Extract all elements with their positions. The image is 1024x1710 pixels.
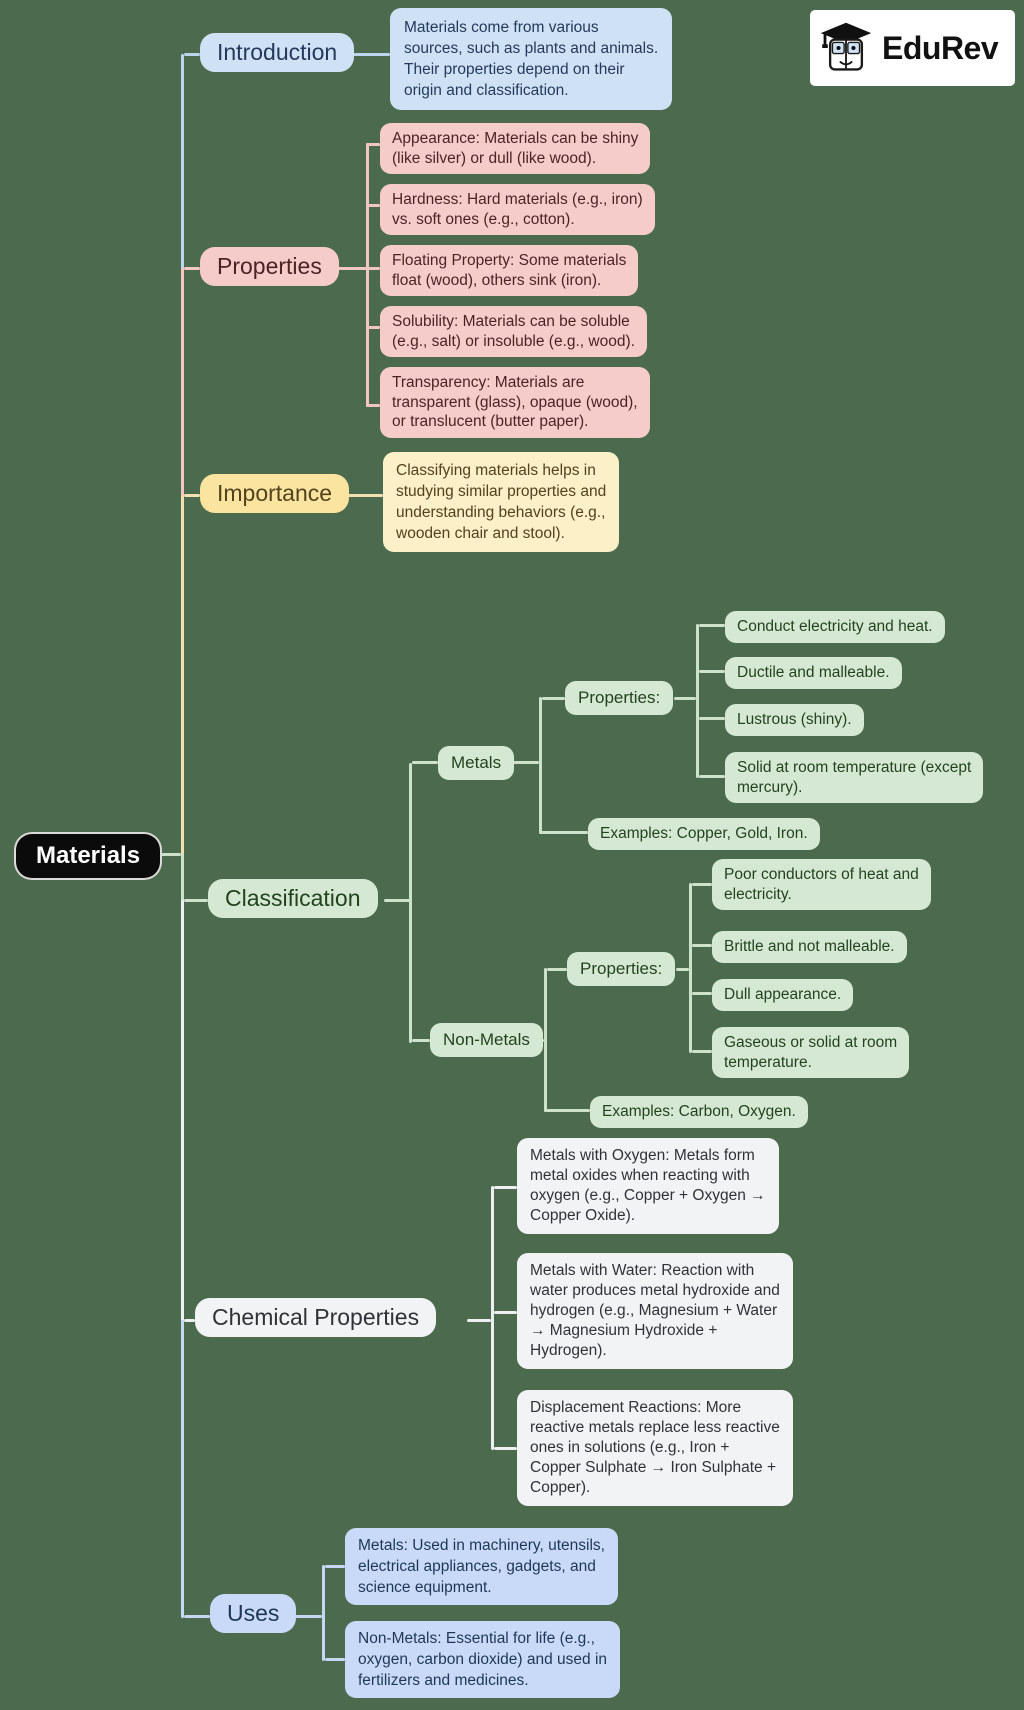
edge-metals-items-rail-link [674, 697, 696, 700]
edge-trunk-importance [181, 495, 184, 855]
edge-metals-examples [539, 831, 588, 834]
note-properties-appearance: Appearance: Materials can be shiny (like… [380, 123, 651, 174]
edge-properties-note-5 [366, 404, 380, 407]
edge-metals-item-4 [699, 775, 725, 778]
branch-label-properties: Properties [200, 247, 339, 286]
note-properties-hardness: Hardness: Hard materials (e.g., iron) vs… [380, 184, 655, 235]
node-label-metals-properties: Properties: [565, 681, 674, 715]
edge-metals-stub [412, 761, 438, 764]
edge-chemical-stub [184, 1319, 195, 1322]
edge-properties-note-3 [366, 267, 380, 270]
edge-metals-subrail [539, 697, 542, 834]
edurev-logo: EduRev [810, 10, 1015, 86]
branch-label-uses: Uses [210, 1594, 297, 1633]
edge-metals-properties-stub [542, 697, 565, 700]
edge-nonmetals-item-4 [692, 1050, 712, 1053]
edge-trunk-uses [181, 1320, 184, 1618]
edge-classification-rail-link [384, 899, 412, 902]
edge-chemical-note-2 [494, 1311, 517, 1314]
edge-introduction-note [340, 53, 390, 56]
branch-label-chemical-properties: Chemical Properties [195, 1298, 437, 1337]
note-introduction: Materials come from various sources, suc… [390, 8, 673, 110]
edge-properties-rail [366, 143, 369, 407]
edge-metals-subrail-link [512, 761, 539, 764]
edge-nonmetals-item-2 [692, 944, 712, 947]
edge-trunk-properties [181, 268, 184, 497]
edge-chemical-note-3 [494, 1447, 517, 1450]
edurev-mascot-icon [818, 20, 874, 76]
note-properties-floating: Floating Property: Some materials float … [380, 245, 639, 296]
edge-importance-stub [184, 494, 200, 497]
edge-properties-note-1 [366, 143, 380, 146]
node-label-metals: Metals [438, 746, 515, 780]
branch-label-introduction: Introduction [200, 33, 355, 72]
note-properties-transparency: Transparency: Materials are transparent … [380, 367, 650, 438]
edge-nonmetals-item-3 [692, 992, 712, 995]
edge-metals-items-rail [696, 624, 699, 778]
note-nonmetals-property-1: Poor conductors of heat and electricity. [712, 859, 931, 910]
edge-properties-rail-link [323, 267, 368, 270]
edge-nonmetals-stub [412, 1039, 430, 1042]
branch-label-classification: Classification [208, 879, 378, 918]
note-properties-solubility: Solubility: Materials can be soluble (e.… [380, 306, 647, 357]
edge-uses-note-2 [325, 1658, 345, 1661]
note-chemical-water: Metals with Water: Reaction with water p… [517, 1253, 793, 1369]
note-nonmetals-property-2: Brittle and not malleable. [712, 931, 907, 963]
edge-metals-item-1 [699, 624, 725, 627]
note-metals-property-4: Solid at room temperature (except mercur… [725, 752, 984, 803]
note-metals-property-2: Ductile and malleable. [725, 657, 902, 689]
edge-uses-stub [184, 1615, 210, 1618]
note-metals-property-1: Conduct electricity and heat. [725, 611, 945, 643]
note-uses-metals: Metals: Used in machinery, utensils, ele… [345, 1528, 618, 1605]
root-node-materials: Materials [14, 832, 163, 880]
edge-nonmetals-items-rail [689, 883, 692, 1053]
note-metals-examples: Examples: Copper, Gold, Iron. [588, 818, 820, 850]
edge-trunk-introduction [181, 54, 184, 270]
edge-metals-item-2 [699, 670, 725, 673]
edge-metals-item-3 [699, 717, 725, 720]
edge-properties-note-2 [366, 204, 380, 207]
note-nonmetals-examples: Examples: Carbon, Oxygen. [590, 1096, 808, 1128]
note-importance: Classifying materials helps in studying … [383, 452, 620, 552]
edge-chemical-rail [491, 1186, 494, 1450]
edge-chemical-note-1 [494, 1186, 517, 1189]
note-uses-nonmetals: Non-Metals: Essential for life (e.g., ox… [345, 1621, 621, 1698]
edge-nonmetals-examples [544, 1109, 590, 1112]
note-nonmetals-property-3: Dull appearance. [712, 979, 854, 1011]
edge-nonmetals-item-1 [692, 883, 712, 886]
note-nonmetals-property-4: Gaseous or solid at room temperature. [712, 1027, 910, 1078]
node-label-nonmetals: Non-Metals [430, 1023, 543, 1057]
edge-importance-note [333, 494, 383, 497]
edurev-logo-text: EduRev [882, 29, 999, 66]
edge-uses-rail [322, 1565, 325, 1661]
node-label-nonmetals-properties: Properties: [567, 952, 676, 986]
edge-classification-rail [409, 763, 412, 1043]
note-chemical-displacement: Displacement Reactions: More reactive me… [517, 1390, 793, 1506]
edge-properties-note-4 [366, 326, 380, 329]
edge-trunk-chemical [181, 900, 184, 1322]
note-metals-property-3: Lustrous (shiny). [725, 704, 864, 736]
edge-uses-note-1 [325, 1565, 345, 1568]
edge-nonmetals-items-rail-link [676, 968, 689, 971]
edge-introduction-stub [184, 53, 200, 56]
edge-chemical-rail-link [467, 1319, 491, 1322]
branch-label-importance: Importance [200, 474, 350, 513]
edge-uses-rail-link [291, 1615, 322, 1618]
edge-root-to-trunk [160, 853, 181, 856]
edge-properties-stub [184, 267, 200, 270]
edge-trunk-classification [181, 853, 184, 902]
edge-nonmetals-subrail [544, 968, 547, 1112]
edge-nonmetals-properties-stub [547, 968, 567, 971]
edge-classification-stub [184, 899, 208, 902]
note-chemical-oxygen: Metals with Oxygen: Metals form metal ox… [517, 1138, 779, 1234]
